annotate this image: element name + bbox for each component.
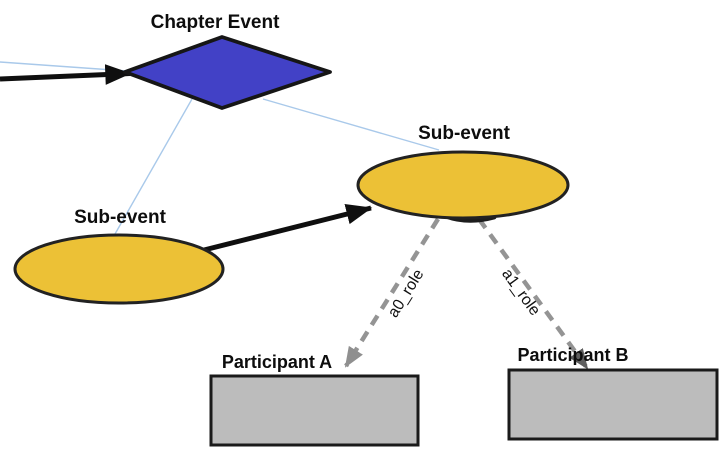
chapter-event-label: Chapter Event — [151, 12, 280, 33]
edge-incoming-arrow — [0, 64, 132, 85]
a1-role-label: a1_role — [498, 266, 543, 319]
sub-event-right-label: Sub-event — [418, 123, 511, 144]
edge-a0-role-arrow — [344, 217, 440, 368]
edge-chapter-to-subevent-left — [114, 98, 193, 235]
sub-event-left-label: Sub-event — [74, 207, 167, 228]
a0-role-label: a0_role — [385, 266, 428, 320]
edge-a1-role-arrow — [477, 217, 589, 370]
edge-subevent-left-to-subevent-right — [203, 203, 373, 253]
edge-incoming-blue-line — [0, 61, 128, 72]
edge-chapter-to-subevent-right — [262, 98, 440, 151]
sub-event-left-node — [13, 233, 225, 305]
sub-event-right-node — [356, 150, 570, 220]
participant-a-label: Participant A — [222, 352, 332, 372]
chapter-event-node — [123, 35, 332, 110]
participant-b-label: Participant B — [517, 345, 628, 365]
participant-a-node — [209, 374, 420, 447]
participant-b-node — [507, 368, 719, 441]
